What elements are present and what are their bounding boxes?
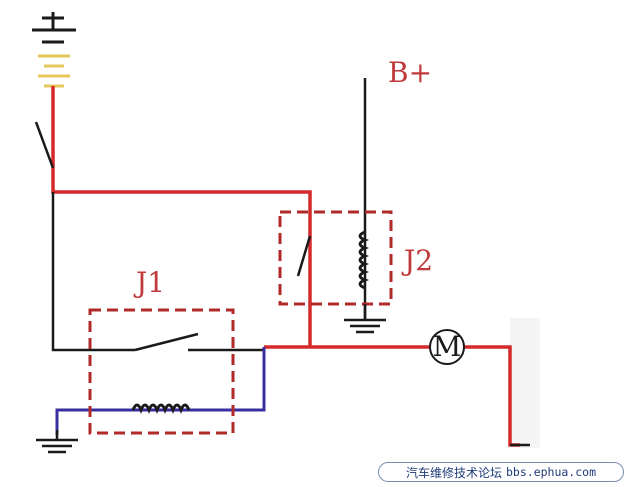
battery-feed-wire <box>51 86 312 347</box>
relay-j2-box <box>278 210 393 306</box>
motor-label: M <box>433 330 462 363</box>
j1-contact-blade <box>134 332 199 352</box>
b-plus-label: B+ <box>388 56 432 89</box>
motor-feed-wire <box>264 345 520 447</box>
relay-j1-coil-icon <box>131 403 191 415</box>
main-switch-blade <box>34 121 55 169</box>
relay-j2-coil-icon <box>358 230 370 290</box>
watermark-site: bbs.ephua.com <box>506 465 597 479</box>
ground-wires <box>55 347 266 435</box>
j2-switch-blade <box>296 235 312 277</box>
watermark-text: 汽车维修技术论坛 <box>405 465 502 480</box>
relay-j1-box <box>88 308 235 435</box>
battery-symbol <box>32 12 76 88</box>
motor-icon <box>429 329 465 365</box>
forum-watermark: 汽车维修技术论坛 bbs.ephua.com <box>378 462 624 482</box>
relay-j1-label: J1 <box>133 266 165 299</box>
relay-j2-label: J2 <box>401 244 433 277</box>
j1-coil-ground-wire <box>55 347 266 435</box>
ground-symbol-j1 <box>36 430 78 454</box>
background-smudge <box>510 318 540 448</box>
power-wires <box>51 86 520 447</box>
ground-symbol-j2 <box>344 304 386 334</box>
switch-to-j1-wire <box>51 192 135 352</box>
